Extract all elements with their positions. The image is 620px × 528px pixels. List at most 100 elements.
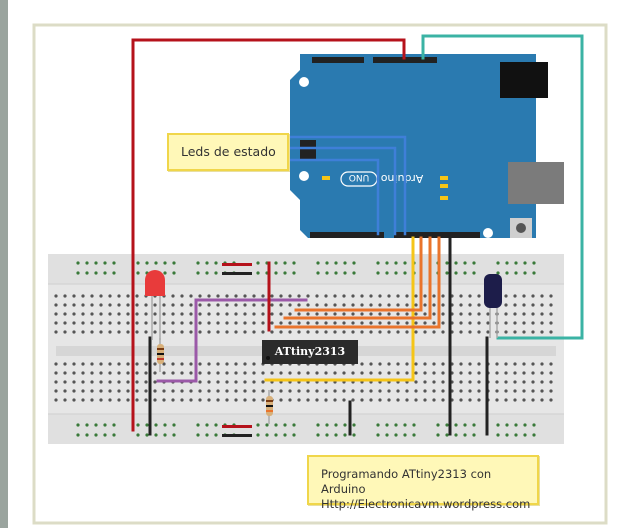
breadboard-hole [351,294,355,298]
breadboard-hole [154,261,158,265]
breadboard-hole [135,321,139,325]
breadboard-hole [225,362,229,366]
background-stripe [0,0,8,528]
breadboard-hole [136,271,140,275]
breadboard-hole [108,362,112,366]
breadboard-hole [270,294,274,298]
breadboard-hole [436,423,440,427]
breadboard-hole [472,261,476,265]
breadboard-hole [523,433,527,437]
breadboard-hole [505,271,509,275]
breadboard-hole [63,389,67,393]
breadboard-hole [216,294,220,298]
breadboard-hole [252,371,256,375]
breadboard-hole [54,371,58,375]
breadboard-hole [63,398,67,402]
breadboard-hole [207,380,211,384]
breadboard-hole [394,261,398,265]
breadboard-hole [414,380,418,384]
breadboard-hole [432,312,436,316]
breadboard-hole [396,389,400,393]
breadboard-hole [279,371,283,375]
breadboard-hole [496,271,500,275]
breadboard-hole [216,380,220,384]
breadboard-hole [445,423,449,427]
breadboard-hole [405,398,409,402]
breadboard-hole [171,371,175,375]
breadboard-hole [360,294,364,298]
breadboard-hole [432,321,436,325]
breadboard-hole [198,312,202,316]
breadboard-hole [270,321,274,325]
breadboard-hole [216,371,220,375]
breadboard-hole [117,380,121,384]
breadboard-hole [288,312,292,316]
breadboard-hole [396,294,400,298]
breadboard-hole [270,312,274,316]
breadboard-hole [252,312,256,316]
breadboard-hole [63,312,67,316]
led-resistor [157,338,164,372]
breadboard-hole [76,261,80,265]
breadboard-hole [283,271,287,275]
breadboard-hole [477,303,481,307]
breadboard-hole [144,312,148,316]
on-led [322,176,330,180]
breadboard-hole [108,398,112,402]
breadboard-hole [540,312,544,316]
breadboard-hole [162,398,166,402]
breadboard-hole [472,433,476,437]
breadboard-hole [117,362,121,366]
credit-line-2: Http://Electronicavm.wordpress.com [321,497,531,511]
power-header [373,57,437,63]
breadboard-hole [144,362,148,366]
breadboard-hole [153,330,157,334]
breadboard-hole [162,362,166,366]
breadboard-hole [72,380,76,384]
reset-wire [421,34,584,340]
breadboard-hole [463,433,467,437]
breadboard-hole [54,389,58,393]
breadboard-hole [343,271,347,275]
breadboard-hole [265,423,269,427]
breadboard-hole [351,303,355,307]
breadboard-hole [333,321,337,325]
breadboard-hole [180,398,184,402]
breadboard-hole [256,433,260,437]
breadboard-hole [522,321,526,325]
breadboard-hole [513,362,517,366]
breadboard-hole [198,294,202,298]
breadboard-hole [468,398,472,402]
breadboard-hole [180,371,184,375]
breadboard-hole [468,380,472,384]
breadboard-hole [531,371,535,375]
breadboard-hole [445,261,449,265]
breadboard-hole [81,371,85,375]
breadboard-hole [252,380,256,384]
breadboard-hole [207,398,211,402]
breadboard-hole [76,271,80,275]
breadboard-hole [376,433,380,437]
breadboard-hole [145,423,149,427]
breadboard-hole [207,303,211,307]
breadboard-hole [315,330,319,334]
breadboard-hole [54,321,58,325]
breadboard-hole [216,303,220,307]
breadboard-hole [81,321,85,325]
breadboard-hole [172,271,176,275]
breadboard-hole [205,261,209,265]
breadboard-hole [504,303,508,307]
breadboard-hole [504,330,508,334]
breadboard-hole [423,371,427,375]
breadboard-hole [414,321,418,325]
breadboard-hole [234,362,238,366]
breadboard-hole [126,371,130,375]
breadboard-hole [454,271,458,275]
breadboard-hole [63,330,67,334]
breadboard-hole [225,398,229,402]
breadboard-hole [99,321,103,325]
breadboard-hole [414,389,418,393]
breadboard-hole [297,398,301,402]
breadboard-hole [117,389,121,393]
breadboard-hole [216,312,220,316]
